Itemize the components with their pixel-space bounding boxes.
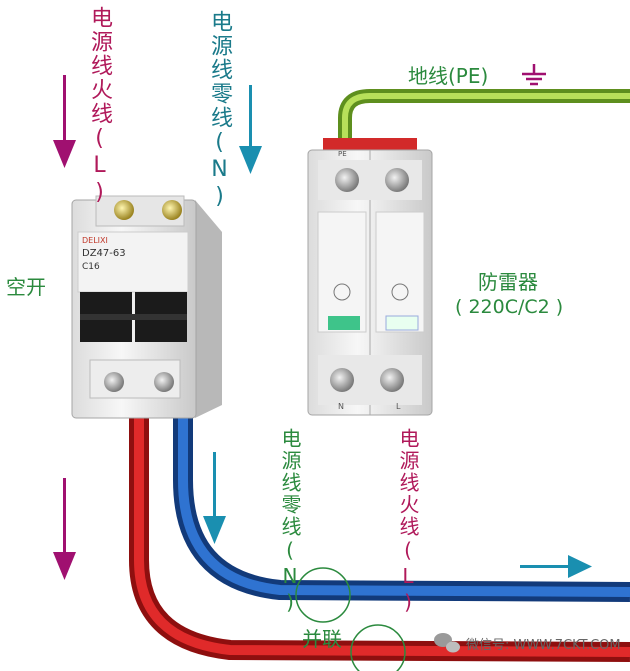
- junction-circle-neutral: [295, 567, 351, 623]
- breaker-screw-icon: [162, 200, 182, 220]
- arrow-down-icon: [63, 478, 66, 558]
- bottom-live-label: 电源线火线(L): [396, 428, 420, 616]
- spd-screw-icon: [385, 168, 409, 192]
- wechat-icon: [434, 633, 460, 653]
- spd-screw-icon: [380, 368, 404, 392]
- ground-label: 地线(PE): [408, 64, 489, 88]
- arrow-down-icon: [249, 85, 252, 150]
- top-live-label: 电源线火线(L): [87, 6, 112, 207]
- spd-model-label: ( 220C/C2 ): [455, 296, 564, 318]
- spd-name-label: 防雷器: [478, 270, 538, 294]
- breaker-model: DZ47-63: [82, 248, 126, 259]
- breaker-screw-icon: [114, 200, 134, 220]
- spd-status-window-right: [385, 315, 419, 331]
- watermark-text: 微信号: WWW.7CKT.COM: [466, 638, 621, 653]
- bottom-neutral-label: 电源线零线(N): [278, 428, 302, 616]
- top-neutral-label: 电源线零线(N): [207, 10, 232, 211]
- breaker-brand: DELIXI: [82, 236, 108, 245]
- parallel-label: 并联: [302, 627, 342, 651]
- spd-screw-icon: [330, 368, 354, 392]
- breaker-label: 空开: [6, 275, 46, 299]
- arrow-down-icon: [213, 452, 216, 520]
- breaker-rating: C16: [82, 262, 100, 272]
- spd-terminal-l: L: [396, 402, 401, 411]
- spd-terminal-pe: PE: [338, 150, 347, 158]
- breaker-screw-icon: [154, 372, 174, 392]
- breaker-screw-icon: [104, 372, 124, 392]
- arrow-down-icon: [63, 75, 66, 145]
- ground-symbol-icon: [522, 64, 546, 86]
- surge-protector: [307, 138, 433, 416]
- arrow-right-icon: [520, 565, 572, 568]
- junction-circle-live: [350, 624, 406, 671]
- spd-screw-icon: [335, 168, 359, 192]
- spd-terminal-n: N: [338, 402, 344, 411]
- circuit-breaker: [71, 195, 222, 419]
- spd-status-window-left: [328, 316, 360, 330]
